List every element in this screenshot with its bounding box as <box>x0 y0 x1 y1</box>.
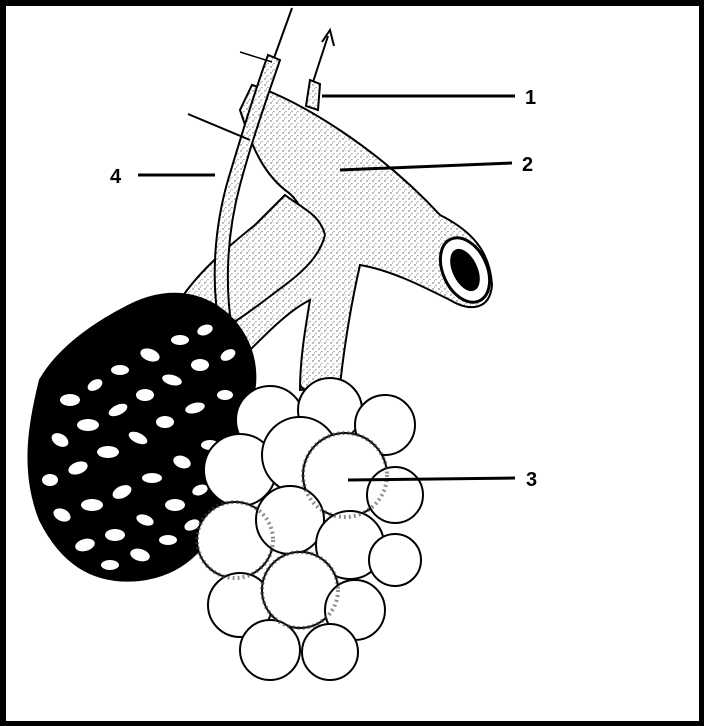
label-3: 3 <box>526 469 537 491</box>
label-1: 1 <box>525 87 536 109</box>
arteriole-vessel <box>306 30 334 110</box>
leader-line-3 <box>348 478 515 480</box>
label-4: 4 <box>110 166 122 188</box>
label-2: 2 <box>522 154 533 176</box>
